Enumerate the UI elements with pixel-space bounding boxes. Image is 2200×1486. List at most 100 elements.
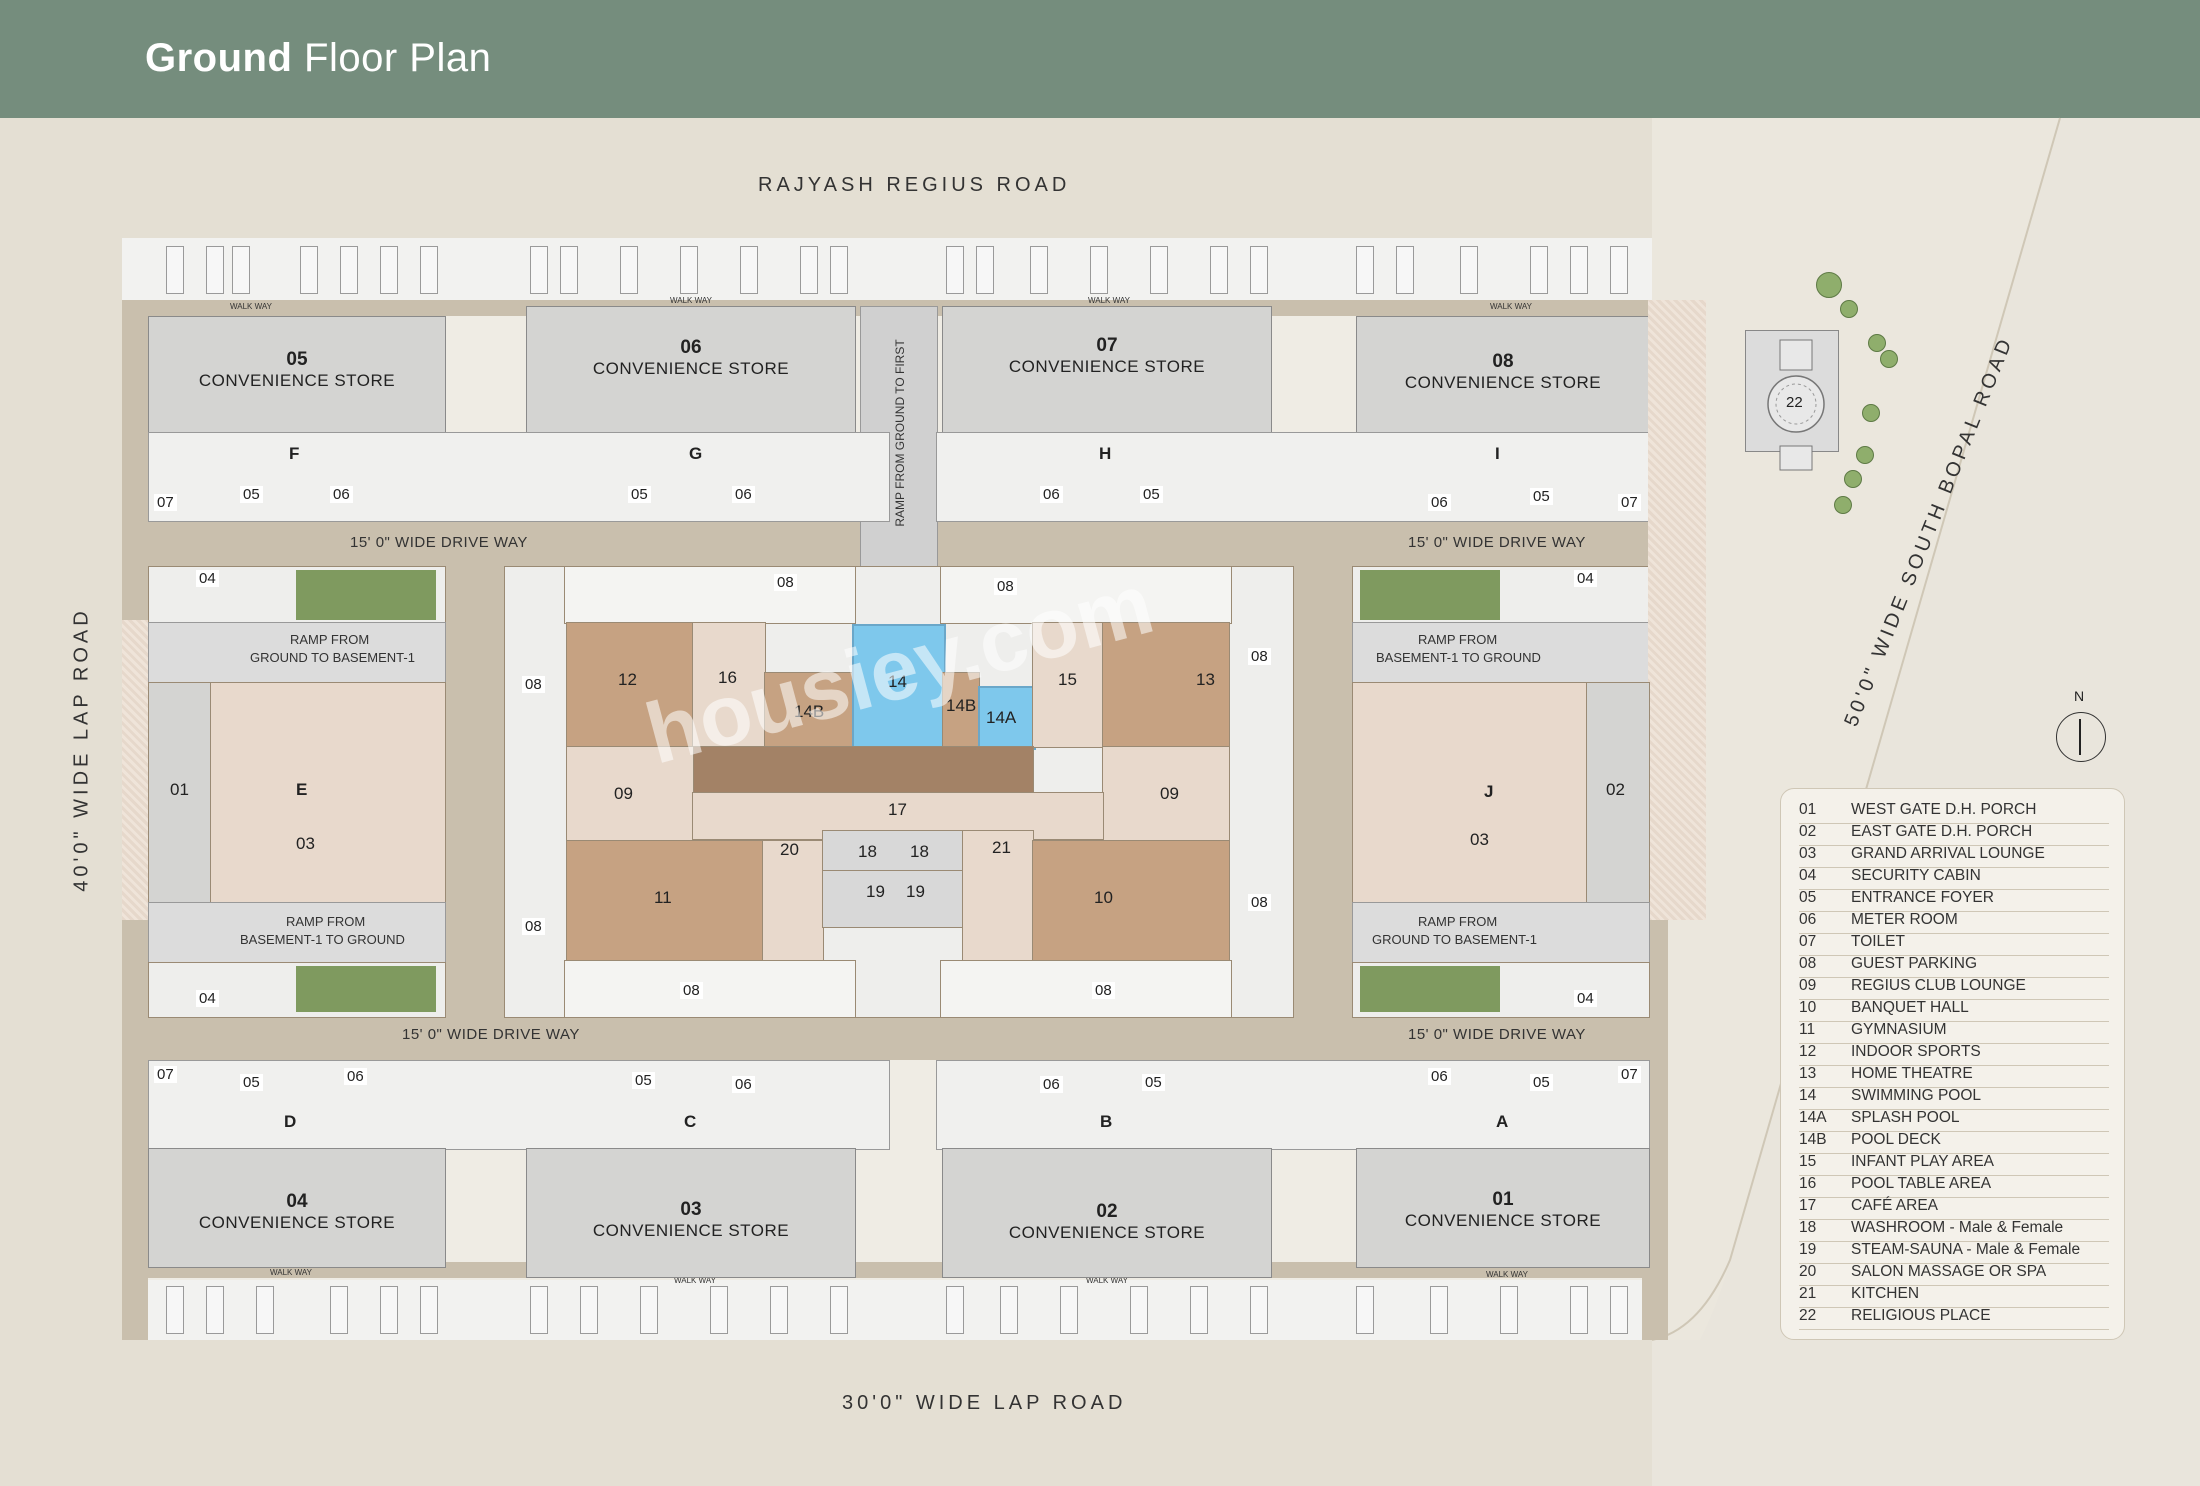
label-16: 16 <box>718 668 737 687</box>
driveway-inner-west <box>444 566 504 1016</box>
legend-label: INDOOR SPORTS <box>1851 1043 1981 1060</box>
core-strip-north-1 <box>148 432 890 522</box>
store-number: 02 <box>1096 1201 1118 1222</box>
label-06-a: 06 <box>1428 1068 1451 1085</box>
legend-code: 05 <box>1799 889 1817 906</box>
core-letter-G: G <box>689 444 703 463</box>
ramp-west-line2: GROUND TO BASEMENT-1 <box>250 650 415 665</box>
label-06-d: 06 <box>344 1068 367 1085</box>
legend-label: KITCHEN <box>1851 1285 1920 1302</box>
legend-label: SALON MASSAGE OR SPA <box>1851 1263 2047 1280</box>
core-letter-B: B <box>1100 1112 1113 1131</box>
store-name: CONVENIENCE STORE <box>1404 1211 1602 1230</box>
label-05-h: 05 <box>1140 486 1163 503</box>
store-number: 06 <box>680 337 702 358</box>
legend-label: POOL TABLE AREA <box>1851 1175 1992 1192</box>
legend-code: 18 <box>1799 1219 1817 1236</box>
religious-place-drawing <box>1767 339 1825 471</box>
label-09-west: 09 <box>614 784 633 803</box>
label-07-nw: 07 <box>154 494 177 511</box>
label-08-n2: 08 <box>994 578 1017 595</box>
legend-code: 14 <box>1799 1087 1817 1104</box>
legend-code: 22 <box>1799 1307 1817 1324</box>
label-10: 10 <box>1094 888 1113 907</box>
label-05-i: 05 <box>1530 488 1553 505</box>
legend-label: SECURITY CABIN <box>1851 867 1981 884</box>
store-name: CONVENIENCE STORE <box>592 1221 790 1240</box>
legend-code: 13 <box>1799 1065 1817 1082</box>
store-number: 01 <box>1492 1189 1514 1210</box>
label-05-d: 05 <box>240 1074 263 1091</box>
label-22: 22 <box>1786 394 1803 411</box>
label-05-c: 05 <box>632 1072 655 1089</box>
label-05-g: 05 <box>628 486 651 503</box>
zone-14-swimming-pool <box>852 624 946 750</box>
core-letter-E: E <box>296 780 308 799</box>
legend-row: 04 SECURITY CABIN <box>1799 867 2109 890</box>
walkway-label-8: WALK WAY <box>1486 1270 1528 1279</box>
label-21: 21 <box>992 838 1011 857</box>
zone-19-steam-sauna <box>822 870 964 928</box>
label-14b-east: 14B <box>946 696 977 715</box>
zone-10-banquet-hall <box>1032 840 1230 962</box>
legend-code: 17 <box>1799 1197 1817 1214</box>
compass-icon <box>2056 712 2106 762</box>
label-08-w1: 08 <box>522 676 545 693</box>
store-08: 08 CONVENIENCE STORE <box>1356 316 1650 434</box>
core-letter-A: A <box>1496 1112 1509 1131</box>
label-20: 20 <box>780 840 799 859</box>
core-letter-H: H <box>1099 444 1112 463</box>
core-strip-south-1 <box>148 1060 890 1150</box>
zone-16-pool-table <box>692 622 766 748</box>
legend-code: 08 <box>1799 955 1817 972</box>
store-name: CONVENIENCE STORE <box>198 1213 396 1232</box>
label-06-c: 06 <box>732 1076 755 1093</box>
legend-label: METER ROOM <box>1851 911 1958 928</box>
label-06-g: 06 <box>732 486 755 503</box>
label-19-right: 19 <box>906 882 925 901</box>
legend-label: WEST GATE D.H. PORCH <box>1851 801 2037 818</box>
label-18-left: 18 <box>858 842 877 861</box>
label-12: 12 <box>618 670 637 689</box>
legend-label: GRAND ARRIVAL LOUNGE <box>1851 845 2045 862</box>
store-number: 03 <box>680 1199 702 1220</box>
legend-code: 04 <box>1799 867 1817 884</box>
core-letter-F: F <box>289 444 300 463</box>
store-number: 07 <box>1096 335 1118 356</box>
legend-label: WASHROOM - Male & Female <box>1851 1219 2064 1236</box>
label-03-east: 03 <box>1470 830 1489 849</box>
legend-label: HOME THEATRE <box>1851 1065 1973 1082</box>
label-03-west: 03 <box>296 834 315 853</box>
legend-label: STEAM-SAUNA - Male & Female <box>1851 1241 2081 1258</box>
legend-label: CAFÉ AREA <box>1851 1197 1938 1214</box>
label-04-ne: 04 <box>1574 570 1597 587</box>
legend-label: EAST GATE D.H. PORCH <box>1851 823 2033 840</box>
ramp-from-basement-west <box>148 902 446 964</box>
legend-label: SPLASH POOL <box>1851 1109 1960 1126</box>
label-01: 01 <box>170 780 189 799</box>
label-07-se: 07 <box>1618 1066 1641 1083</box>
ramp-to-basement-east <box>1352 902 1650 964</box>
store-number: 08 <box>1492 351 1514 372</box>
legend-code: 06 <box>1799 911 1817 928</box>
store-03: 03 CONVENIENCE STORE <box>526 1148 856 1278</box>
drive-way-label-ne: 15' 0" WIDE DRIVE WAY <box>1408 534 1586 551</box>
label-09-east: 09 <box>1160 784 1179 803</box>
parking-strip-south <box>122 1280 1652 1340</box>
zone-14b-deck-west <box>764 672 854 748</box>
zone-03-lounge-east <box>1352 682 1588 904</box>
legend-code: 19 <box>1799 1241 1817 1258</box>
legend-label: SWIMMING POOL <box>1851 1087 1982 1104</box>
driveway-inner-east <box>1292 566 1352 1016</box>
legend-row: 18 WASHROOM - Male & Female <box>1799 1219 2109 1242</box>
store-number: 05 <box>286 349 308 370</box>
